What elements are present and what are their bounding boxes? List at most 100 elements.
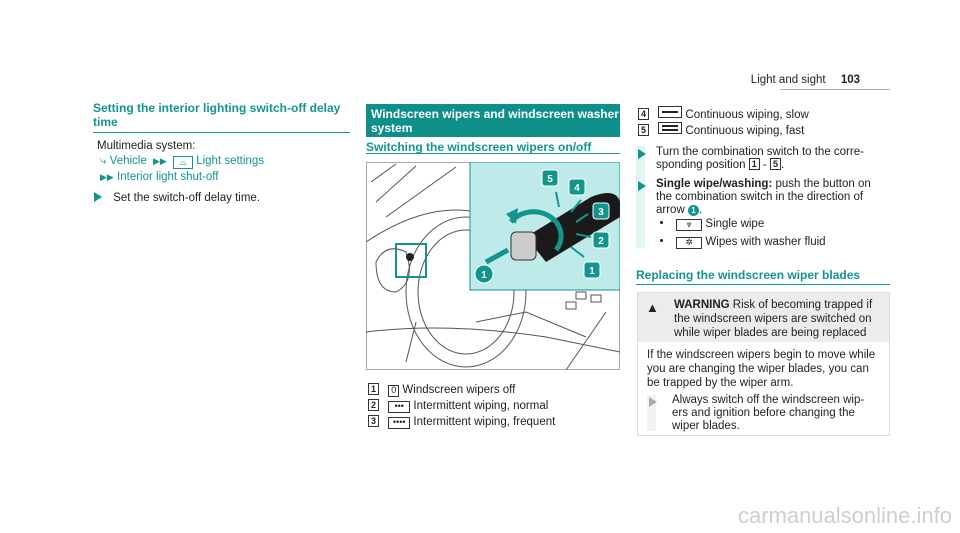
washer-fluid-icon: ✲ — [676, 237, 703, 249]
svg-text:1: 1 — [481, 270, 487, 281]
step-text-part: sponding position — [656, 159, 746, 171]
return-arrow-icon: ⤷ — [100, 155, 107, 167]
callout-2: 2 — [592, 231, 610, 249]
header-rule — [780, 89, 890, 90]
position-item: 5 Continuous wiping, fast — [638, 122, 809, 138]
step-bold: Single wipe/washing: — [656, 178, 773, 190]
warning-step: wiper blades. — [672, 420, 740, 432]
intermittent-normal-icon: ••• — [388, 401, 411, 413]
position-item: 2 ••• Intermittent wiping, normal — [368, 399, 555, 415]
svg-text:2: 2 — [598, 236, 604, 247]
warning-header: ▲ WARNING Risk of becoming trapped if th… — [638, 293, 889, 342]
warning-body: be trapped by the wiper arm. — [647, 377, 794, 389]
svg-text:5: 5 — [547, 174, 553, 185]
step-arrow-icon — [94, 192, 102, 202]
wiper-switch-illustration: 5 4 3 2 1 1 — [366, 162, 620, 370]
step-text-part: arrow — [656, 204, 685, 216]
bullet-dot — [660, 221, 663, 224]
position-label: Intermittent wiping, normal — [413, 400, 549, 412]
path-light-settings[interactable]: Light settings — [196, 155, 264, 167]
position-label: Continuous wiping, fast — [685, 125, 805, 137]
bullet-item: ⩔ Single wipe — [660, 217, 764, 231]
subheading-rule — [366, 153, 620, 154]
chapter-banner: Windscreen wipers and windscreen washer … — [366, 104, 620, 137]
position-list-continued: 4 Continuous wiping, slow 5 Continuous w… — [638, 106, 809, 138]
position-number: 4 — [638, 108, 649, 120]
warning-body: If the windscreen wipers begin to move w… — [647, 349, 876, 361]
callout-1: 1 — [583, 261, 601, 279]
double-chevron-icon: ▶▶ — [152, 156, 167, 166]
continuous-slow-icon — [658, 106, 683, 118]
heading-rule — [93, 132, 350, 133]
warning-label: WARNING — [674, 299, 730, 311]
continuous-fast-icon — [658, 122, 683, 134]
menu-path-line2: ▶▶ Interior light shut-off — [100, 170, 218, 184]
position-number: 5 — [769, 158, 781, 170]
single-wipe-icon: ⩔ — [676, 219, 703, 231]
warning-step: ers and ignition before changing the — [672, 407, 855, 419]
warning-step-bar — [647, 395, 656, 431]
bullet-label: Single wipe — [705, 218, 765, 230]
range-separator: - — [762, 159, 767, 171]
section-heading: Setting the interior lighting switch-off… — [93, 101, 340, 129]
warning-title: while wiper blades are being replaced — [674, 327, 867, 339]
position-label: Windscreen wipers off — [402, 384, 516, 396]
step: Set the switch-off delay time. — [94, 191, 260, 205]
step-text: Set the switch-off delay time. — [113, 192, 261, 204]
arrow-callout: 1 — [687, 205, 699, 216]
step-text: the combination switch in the direction … — [656, 191, 864, 203]
step-text: sponding position 1 - 5. — [656, 158, 785, 171]
position-number: 1 — [748, 158, 760, 170]
step-text: arrow 1. — [656, 204, 703, 216]
position-label: Continuous wiping, slow — [685, 109, 809, 121]
banner-line: system — [371, 121, 413, 135]
wiper-off-icon: 0 — [388, 385, 400, 397]
position-number: 5 — [638, 124, 649, 136]
step-text-part: push the button on — [772, 178, 871, 190]
position-number: 2 — [368, 399, 379, 411]
position-list: 1 0 Windscreen wipers off 2 ••• Intermit… — [368, 383, 555, 431]
path-interior-light[interactable]: Interior light shut-off — [117, 171, 219, 183]
callout-5: 5 — [541, 169, 559, 187]
running-header: Light and sight 103 — [751, 73, 860, 87]
svg-text:3: 3 — [598, 207, 604, 218]
warning-box: ▲ WARNING Risk of becoming trapped if th… — [637, 292, 890, 436]
callout-4: 4 — [568, 178, 586, 196]
double-chevron-icon: ▶▶ — [100, 172, 114, 182]
path-vehicle[interactable]: Vehicle — [109, 155, 147, 167]
position-item: 1 0 Windscreen wipers off — [368, 383, 555, 399]
section-name: Light and sight — [750, 74, 826, 86]
bullet-dot — [660, 239, 663, 242]
heading-line: time — [93, 115, 118, 129]
step-text: Turn the combination switch to the corre… — [656, 146, 864, 158]
step-bar — [636, 146, 645, 248]
intro-text: Multimedia system: — [97, 140, 196, 152]
step-text: Single wipe/washing: push the button on — [656, 177, 871, 191]
bullet-item: ✲ Wipes with washer fluid — [660, 235, 826, 249]
position-label: Intermittent wiping, frequent — [413, 416, 556, 428]
warning-step: Always switch off the windscreen wip- — [672, 394, 865, 406]
light-settings-icon: ⌓ — [173, 156, 193, 169]
step-arrow-icon — [638, 181, 646, 191]
callout-3: 3 — [592, 202, 610, 220]
warning-title: the windscreen wipers are switched on — [674, 313, 872, 325]
step-arrow-icon — [649, 397, 657, 407]
warning-triangle-icon: ▲ — [646, 300, 659, 315]
position-number: 1 — [368, 383, 379, 395]
page-number: 103 — [840, 74, 860, 86]
banner-line: Windscreen wipers and windscreen washer — [371, 107, 619, 121]
position-number: 3 — [368, 415, 379, 427]
bullet-label: Wipes with washer fluid — [705, 236, 826, 248]
arrow-callout-1: 1 — [474, 264, 494, 284]
step-arrow-icon — [638, 149, 646, 159]
warning-title: Risk of becoming trapped if — [729, 299, 873, 311]
section-heading: Replacing the windscreen wiper blades — [636, 268, 861, 282]
svg-text:4: 4 — [574, 183, 580, 194]
heading-line: Setting the interior lighting switch-off… — [93, 101, 341, 115]
warning-body: you are changing the wiper blades, you c… — [647, 363, 869, 375]
subheading: Switching the windscreen wipers on/off — [366, 140, 592, 154]
position-item: 3 •••• Intermittent wiping, frequent — [368, 415, 555, 431]
watermark: carmanualsonline.info — [737, 503, 952, 528]
svg-text:1: 1 — [589, 266, 595, 277]
intermittent-frequent-icon: •••• — [388, 417, 411, 429]
